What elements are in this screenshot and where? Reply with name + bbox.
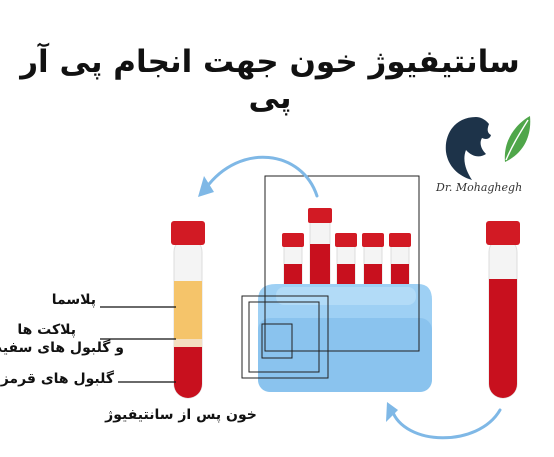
separated-tube (171, 221, 205, 399)
tube-caption: خون پس از سانتیفیوژ (105, 407, 257, 423)
leader-lines (100, 306, 176, 383)
centrifuge-machine (258, 284, 432, 392)
top-arrow (204, 155, 319, 198)
bottom-arrow-head-icon (386, 402, 398, 422)
rbc-label: گلبول های قرمز (0, 371, 114, 387)
centrifuge-tubes (282, 208, 411, 298)
rbc-layer (174, 347, 202, 398)
logo-mark (445, 116, 531, 180)
plasma-label: پلاسما (51, 292, 96, 308)
outline-boxes (241, 175, 420, 379)
plasma-layer (174, 281, 202, 339)
platelets-label-line2: و گلبول های سفید (0, 340, 124, 356)
tube-cap (486, 221, 520, 245)
tube-cap (171, 221, 205, 245)
platelets-label-line1: پلاکت ها (17, 322, 76, 338)
whole-blood-tube (486, 221, 520, 399)
bottom-arrow (390, 408, 502, 440)
logo-head-icon (445, 117, 491, 180)
buffy-coat-layer (174, 339, 202, 347)
logo-text: Dr. Mohaghegh (436, 181, 523, 194)
page-title: سانتیفیوژ خون جهت انجام پی آر پی (20, 44, 520, 116)
top-arrow-head-icon (198, 176, 214, 197)
cycle-arrows (198, 155, 502, 440)
blood-fill (489, 279, 517, 398)
